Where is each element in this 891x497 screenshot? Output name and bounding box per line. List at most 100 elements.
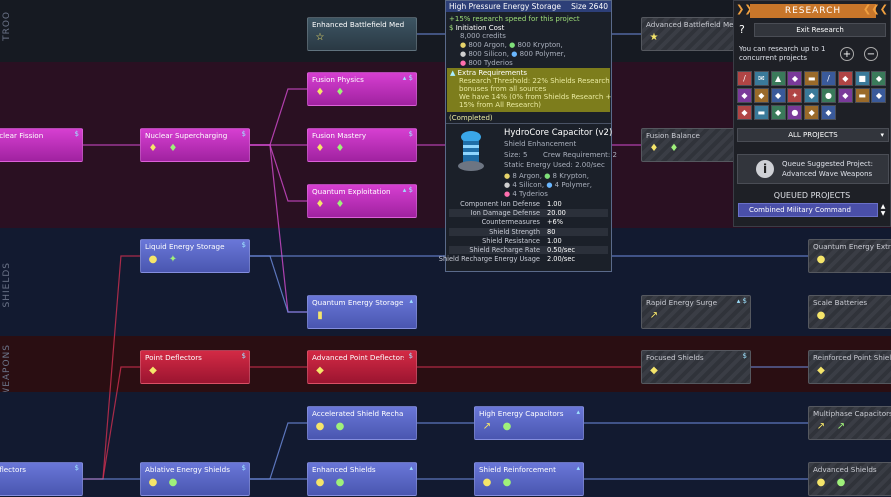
tech-node-enhanced-battlefield-medicine[interactable]: Enhanced Battlefield Medicine☆ (307, 17, 417, 51)
component-icon: ↗ (836, 421, 846, 432)
tech-node-high-energy-capacitors[interactable]: High Energy Capacitors▴↗● (474, 406, 584, 440)
queue-reorder-icon[interactable]: ▲▼ (880, 203, 886, 217)
category-filter-icon[interactable]: ◆ (871, 88, 887, 103)
tech-node-ablative-energy-shields[interactable]: Ablative Energy Shields$●● (140, 462, 250, 496)
tech-node-liquid-energy-storage[interactable]: Liquid Energy Storage$●✦ (140, 239, 250, 273)
component-icon: ↗ (649, 310, 659, 321)
tech-node-badge: ▴ (409, 464, 413, 472)
tech-node-quantum-energy-storage[interactable]: Quantum Energy Storage▴▮ (307, 295, 417, 329)
tech-node-rapid-energy-surge[interactable]: Rapid Energy Surge▴ $↗ (641, 295, 751, 329)
stat-value: 20.00 (547, 209, 566, 218)
queued-item[interactable]: Combined Military Command (738, 203, 878, 217)
item-type: Shield Enhancement (504, 140, 577, 148)
tech-node-focused-shields[interactable]: Focused Shields$◆ (641, 350, 751, 384)
component-icon: ♦ (669, 143, 679, 154)
tech-node-name: Accelerated Shield Recharge (312, 409, 404, 418)
cost-row-2: ● 800 Silicon, ● 800 Polymer, (460, 50, 566, 58)
category-filter-icon[interactable]: ▬ (854, 88, 870, 103)
item-cost-row-1: ● 8 Argon, ● 8 Krypton, (504, 172, 589, 180)
tech-node-fusion-balance[interactable]: Fusion Balance♦♦ (641, 128, 751, 162)
suggest-line-2: Advanced Wave Weapons (782, 170, 873, 178)
tech-node-scale-batteries[interactable]: Scale Batteries● (808, 295, 891, 329)
tech-node-advanced-point-deflectors[interactable]: Advanced Point Deflectors$◆ (307, 350, 417, 384)
all-projects-dropdown[interactable]: ALL PROJECTS▾ (737, 128, 889, 142)
component-icon: ● (816, 254, 826, 265)
concurrent-info: You can research up to 1 concurrent proj… (739, 45, 826, 62)
category-filter-icon[interactable]: ◆ (871, 71, 887, 86)
research-title: RESEARCH (750, 4, 876, 18)
stat-label: Shield Recharge Energy Usage (438, 255, 540, 264)
category-filter-icon[interactable]: ▲ (770, 71, 786, 86)
tooltip-divider (446, 123, 611, 124)
stat-label: Shield Recharge Rate (469, 246, 540, 254)
tech-node-name: Quantum Energy Storage (312, 298, 404, 307)
queued-projects-label: QUEUED PROJECTS (773, 191, 851, 200)
stat-value: 1.00 (547, 236, 562, 245)
extra-line-1: Research Threshold: 22% Shields Research (459, 77, 610, 85)
category-filter-icon[interactable]: ◆ (737, 88, 752, 103)
help-icon[interactable]: ? (739, 23, 745, 36)
category-filter-icon[interactable]: ▬ (804, 71, 820, 86)
initiation-cost-label: $ Initiation Cost (449, 24, 505, 32)
category-filter-icon[interactable]: ◆ (770, 105, 786, 120)
tech-node-name: Multiphase Capacitors (813, 409, 891, 418)
category-filter-icon[interactable]: ● (821, 88, 836, 103)
category-filter-icon[interactable]: / (737, 71, 752, 86)
category-filter-icon[interactable]: ◆ (804, 88, 820, 103)
exit-research-button[interactable]: Exit Research (754, 23, 886, 37)
tech-link (250, 88, 307, 146)
tech-node-quantum-exploitation[interactable]: Quantum Exploitation▴ $♦♦ (307, 184, 417, 218)
item-size: Size: 5 (504, 151, 528, 159)
zoom-out-icon[interactable]: − (864, 47, 878, 61)
category-filter-icon[interactable]: ■ (854, 71, 870, 86)
category-filter-icon[interactable]: ◆ (787, 71, 803, 86)
project-tooltip: High Pressure Energy Storage Size 2640 +… (439, 0, 617, 272)
cost-row-1: ● 800 Argon, ● 800 Krypton, (460, 41, 563, 49)
category-filter-icon[interactable]: ◆ (837, 71, 853, 86)
tech-node-badge: $ (408, 130, 413, 138)
completed-label: (Completed) (449, 114, 493, 122)
component-icon: ◆ (316, 365, 324, 376)
category-filter-icon[interactable]: ✉ (753, 71, 769, 86)
extra-line-2: bonuses from all sources (459, 85, 547, 93)
tech-node-nuclear-fission[interactable]: ed Nuclear Fission$♦ (0, 128, 83, 162)
tech-node-quantum-energy-extract[interactable]: Quantum Energy Extract● (808, 239, 891, 273)
tech-node-deflectors[interactable]: ed Deflectors$■ (0, 462, 83, 496)
category-filter-icon[interactable]: ◆ (837, 88, 853, 103)
category-filter-icon[interactable]: / (821, 71, 836, 86)
tech-node-accelerated-shield-recharge[interactable]: Accelerated Shield Recharge●● (307, 406, 417, 440)
category-filter-icon[interactable]: ◆ (821, 105, 836, 120)
category-filter-icon[interactable]: ✦ (787, 88, 803, 103)
category-filter-icon[interactable]: ◆ (804, 105, 820, 120)
chevrons-right-icon: ❮❮❮ (862, 4, 888, 15)
tech-node-enhanced-shields[interactable]: Enhanced Shields▴●● (307, 462, 417, 496)
tech-node-point-deflectors[interactable]: Point Deflectors$◆ (140, 350, 250, 384)
tech-node-reinforced-point-shields[interactable]: Reinforced Point Shields◆ (808, 350, 891, 384)
zoom-in-icon[interactable]: + (840, 47, 854, 61)
tech-node-badge: ▴ (576, 464, 580, 472)
category-filter-icon[interactable]: ▬ (753, 105, 769, 120)
tech-node-multiphase-capacitors[interactable]: Multiphase Capacitors↗↗ (808, 406, 891, 440)
category-filter-icon[interactable]: ◆ (770, 88, 786, 103)
tech-node-name: Enhanced Battlefield Medicine (312, 20, 404, 29)
tech-node-fusion-physics[interactable]: Fusion Physics▴ $♦♦ (307, 72, 417, 106)
tech-node-fusion-mastery[interactable]: Fusion Mastery$♦♦ (307, 128, 417, 162)
tech-node-name: Rapid Energy Surge (646, 298, 718, 307)
category-filter-icon[interactable]: ◆ (753, 88, 769, 103)
component-icon: ● (502, 421, 512, 432)
category-filter-icon[interactable]: ● (787, 105, 803, 120)
tech-node-advanced-battlefield-medicine[interactable]: Advanced Battlefield Medic★ (641, 17, 751, 51)
tech-node-nuclear-supercharging[interactable]: Nuclear Supercharging$♦♦ (140, 128, 250, 162)
tech-node-name: Ablative Energy Shields (145, 465, 230, 474)
queue-suggested-button[interactable]: i Queue Suggested Project: Advanced Wave… (737, 154, 889, 184)
component-icon: ● (148, 254, 158, 265)
tech-node-advanced-shields[interactable]: Advanced Shields●● (808, 462, 891, 496)
component-icon: ♦ (148, 143, 158, 154)
category-filter-icon[interactable]: ◆ (737, 105, 752, 120)
component-icon: ♦ (315, 199, 325, 210)
tech-node-shield-reinforcement[interactable]: Shield Reinforcement▴●● (474, 462, 584, 496)
